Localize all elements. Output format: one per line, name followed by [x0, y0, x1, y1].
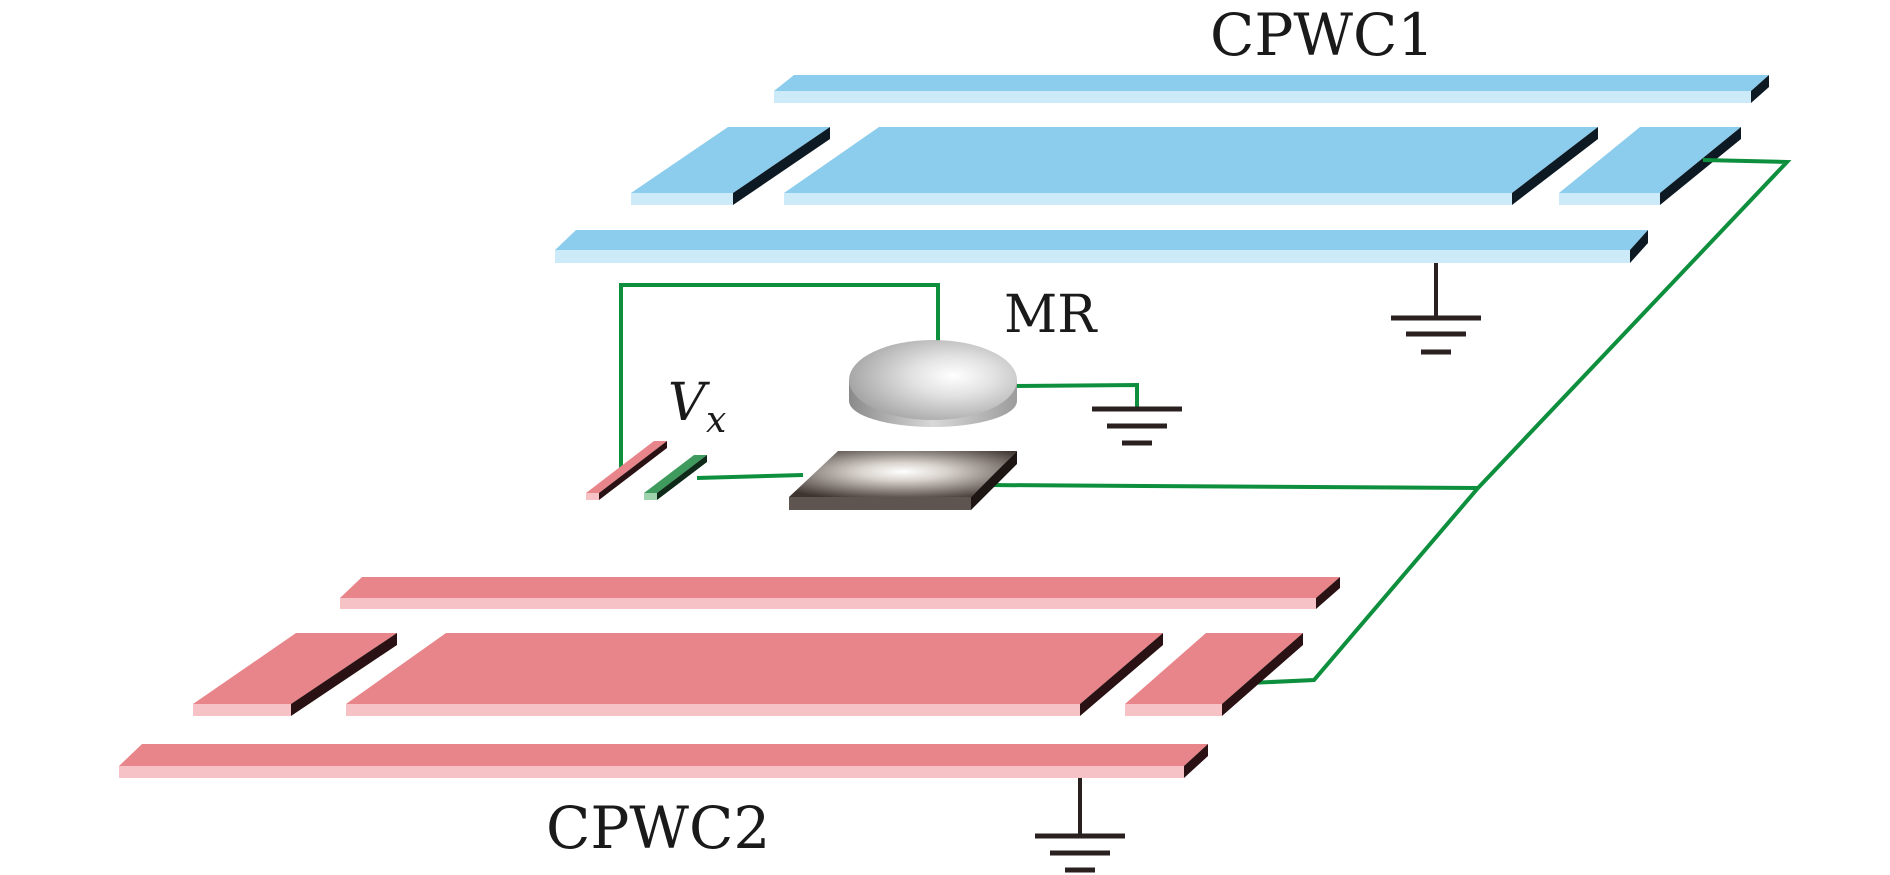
- voltage-subscript: x: [706, 400, 726, 441]
- cpwc1-signal-line: [784, 127, 1598, 205]
- cpwc2-waveguide: [119, 577, 1340, 778]
- voltage-label: V: [668, 373, 710, 433]
- cpwc1-ground-icon: [1391, 263, 1481, 355]
- wire-probe-to-mr: [619, 283, 940, 473]
- cpwc2-signal-line: [346, 633, 1163, 716]
- green-wiring: [619, 158, 1792, 685]
- sample-plate: [789, 451, 1017, 510]
- wire-junction-to-cpwc2: [1249, 486, 1480, 685]
- cpwc2-back-ground-rail: [340, 577, 1340, 609]
- cpwc1-left-stub: [631, 127, 830, 205]
- cpwc2-right-stub: [1125, 633, 1303, 716]
- voltage-probe-green: [644, 455, 707, 500]
- cpwc1-waveguide: [555, 75, 1769, 263]
- cpwc2-front-ground-rail: [119, 744, 1208, 778]
- cpwc1-back-ground-rail: [774, 75, 1769, 103]
- mr-label: MR: [1004, 285, 1098, 345]
- cpwc2-label: CPWC2: [546, 794, 770, 862]
- wire-plate-to-junction: [985, 483, 1479, 490]
- wire-cpwc1-to-junction: [1476, 158, 1792, 490]
- mr-ground-icon: [1092, 406, 1182, 446]
- mr-disk: [849, 340, 1017, 427]
- cpwc1-front-ground-rail: [555, 230, 1648, 263]
- cpwc2-left-stub: [193, 633, 397, 716]
- voltage-probe-red: [586, 441, 667, 500]
- cpwc2-ground-icon: [1035, 778, 1125, 873]
- wire-probe-to-plate: [696, 473, 804, 480]
- cpwc1-label: CPWC1: [1210, 1, 1434, 69]
- wire-mr-to-ground: [1014, 382, 1139, 407]
- cpwc1-right-stub: [1559, 127, 1741, 205]
